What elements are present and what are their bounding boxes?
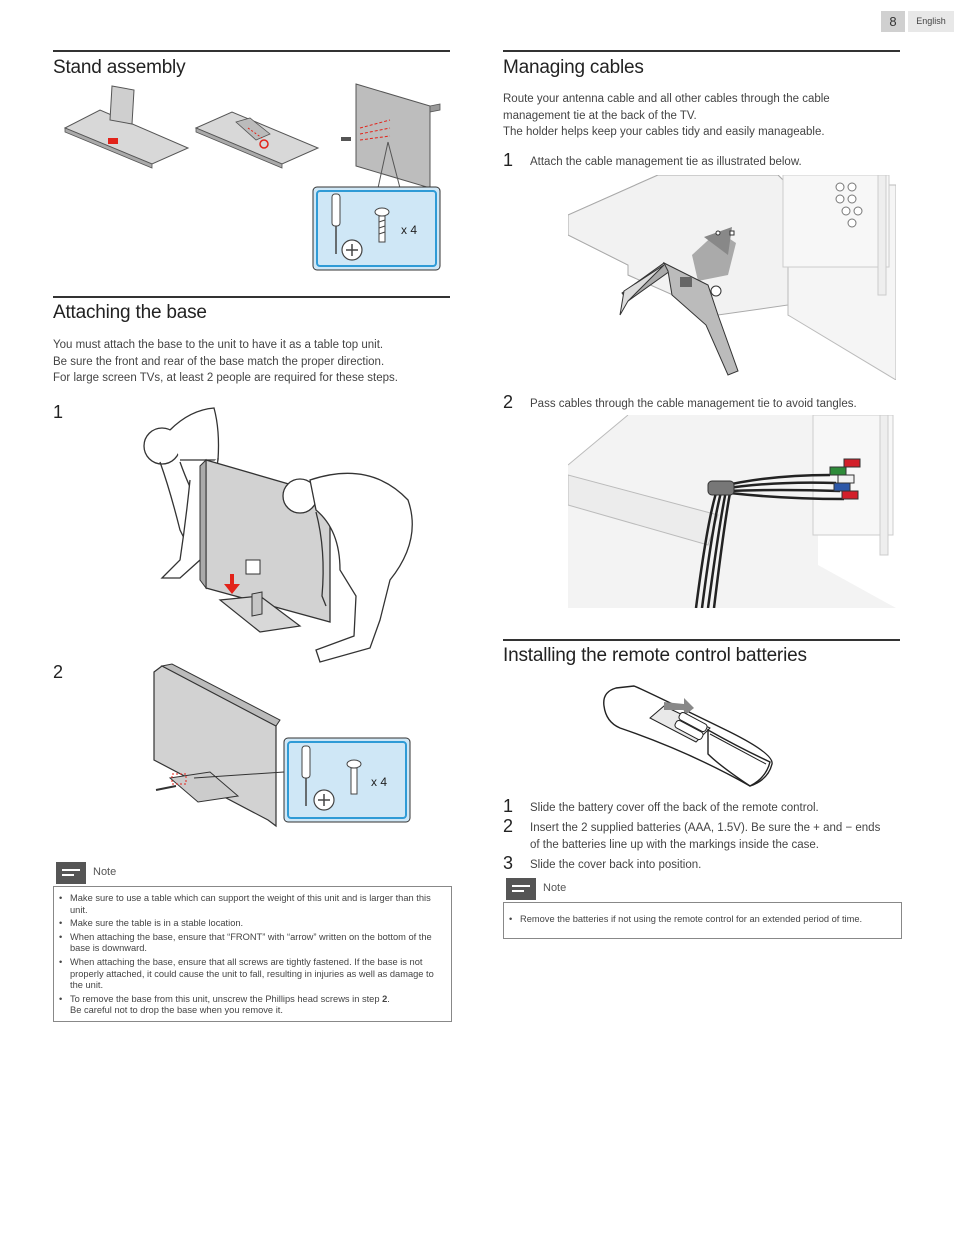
note-item: Remove the batteries if not using the re… — [509, 914, 895, 926]
cable-tie-illustration — [568, 175, 896, 380]
language-tab: English — [908, 11, 954, 32]
stand-assembly-title: Stand assembly — [53, 57, 186, 78]
step-text: Slide the battery cover off the back of … — [530, 802, 819, 814]
note-item-text: To remove the base from this unit, unscr… — [70, 993, 383, 1004]
screw-quantity-label: x 4 — [371, 775, 388, 789]
step-text: Insert the 2 supplied batteries (AAA, 1.… — [530, 822, 881, 851]
attaching-base-intro: You must attach the base to the unit to … — [53, 337, 453, 387]
intro-line: For large screen TVs, at least 2 people … — [53, 372, 398, 384]
note-item: Make sure the table is in a stable locat… — [59, 918, 445, 930]
step-text: Slide the cover back into position. — [530, 859, 702, 871]
step-text: Pass cables through the cable management… — [530, 398, 857, 410]
step-number: 1 — [503, 796, 514, 816]
step-number: 1 — [53, 402, 64, 422]
step-number: 2 — [503, 392, 514, 412]
note-box: Make sure to use a table which can suppo… — [53, 886, 452, 1022]
intro-line: The holder helps keep your cables tidy a… — [503, 126, 825, 138]
note-item-text: Be careful not to drop the base when you… — [70, 1005, 283, 1016]
note-box: Remove the batteries if not using the re… — [503, 902, 902, 939]
step-number: 1 — [503, 150, 514, 170]
section-rule — [503, 50, 900, 52]
section-rule — [53, 296, 450, 298]
managing-cables-intro: Route your antenna cable and all other c… — [503, 91, 883, 141]
intro-line: Be sure the front and rear of the base m… — [53, 355, 385, 368]
screw-quantity-label: x 4 — [401, 223, 418, 237]
intro-line: You must attach the base to the unit to … — [53, 339, 384, 351]
note-label: Note — [93, 866, 117, 878]
note-item-text: . — [387, 993, 390, 1004]
step-reference: 2 — [382, 993, 388, 1004]
managing-cables-title: Managing cables — [503, 57, 644, 78]
remote-batteries-title: Installing the remote control batteries — [503, 645, 807, 666]
note-icon — [506, 878, 536, 900]
note-item: When attaching the base, ensure that “FR… — [59, 932, 445, 955]
step-text: Attach the cable management tie as illus… — [530, 156, 802, 168]
lifting-tv-illustration — [143, 407, 413, 663]
screw-base-illustration — [153, 663, 411, 828]
attaching-base-title: Attaching the base — [53, 302, 207, 323]
page-number: 8 — [881, 11, 905, 32]
note-item: To remove the base from this unit, unscr… — [59, 993, 445, 1017]
cable-routing-illustration — [568, 415, 896, 608]
step-number: 2 — [53, 662, 64, 682]
note-item: Make sure to use a table which can suppo… — [59, 893, 445, 916]
intro-line: Route your antenna cable and all other c… — [503, 93, 830, 122]
step-number: 2 — [503, 816, 514, 836]
note-header: Note — [503, 878, 900, 900]
note-item: When attaching the base, ensure that all… — [59, 957, 445, 992]
note-label: Note — [543, 882, 567, 894]
section-rule — [53, 50, 450, 52]
remote-batteries-illustration — [603, 685, 773, 787]
stand-assembly-illustration — [63, 83, 441, 271]
note-header: Note — [53, 862, 450, 884]
section-rule — [503, 639, 900, 641]
step-number: 3 — [503, 853, 514, 873]
note-icon — [56, 862, 86, 884]
